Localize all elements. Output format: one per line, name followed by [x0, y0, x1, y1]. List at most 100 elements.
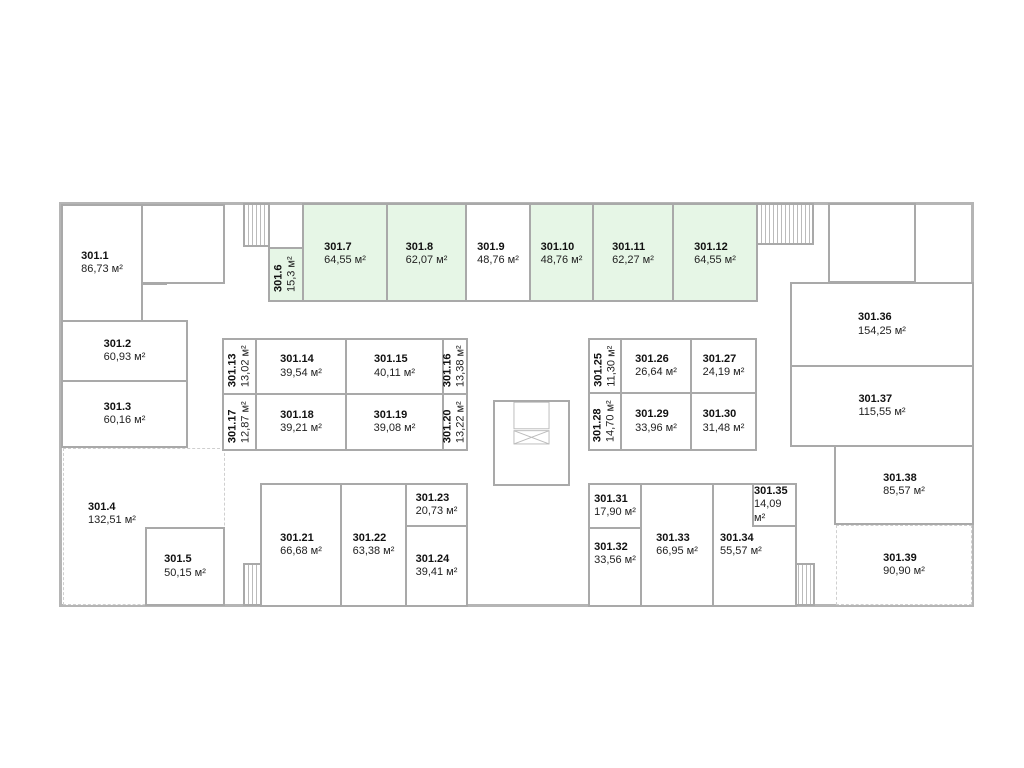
room-number: 301.22	[352, 531, 387, 544]
room-area: 15,3 м²	[286, 256, 299, 293]
room-number: 301.36	[858, 311, 892, 324]
room-area: 48,76 м²	[540, 254, 583, 267]
staircase-icon	[756, 203, 814, 245]
room-area: 14,09 м²	[754, 498, 782, 524]
room-area: 66,68 м²	[280, 545, 322, 557]
room-area: 40,11 м²	[374, 366, 415, 379]
room-area: 154,25 м²	[858, 324, 906, 337]
room-area: 90,90 м²	[883, 565, 925, 577]
room-area: 39,41 м²	[415, 566, 458, 578]
room-area: 33,56 м²	[594, 554, 636, 567]
room-area: 39,08 м²	[373, 422, 416, 434]
room-area: 62,07 м²	[405, 254, 448, 267]
room-number: 301.39	[883, 551, 917, 564]
room-number: 301.37	[858, 392, 893, 405]
room-number: 301.7	[324, 241, 352, 253]
room-301-1-annex	[141, 204, 225, 284]
room-area: 24,19 м²	[702, 366, 745, 378]
room-number: 301.3	[103, 400, 132, 413]
service-block	[828, 203, 916, 283]
room-number: 301.21	[280, 531, 314, 544]
room-area: 26,64 м²	[635, 366, 677, 378]
room-area: 12,87 м²	[239, 401, 252, 443]
room-area: 13,22 м²	[455, 401, 467, 443]
room-number: 301.27	[702, 352, 737, 365]
room-area: 20,73 м²	[415, 505, 458, 517]
room-area: 48,76 м²	[477, 254, 519, 267]
room-number: 301.35	[754, 485, 788, 498]
room-number: 301.38	[883, 471, 917, 484]
room-area: 62,27 м²	[612, 254, 654, 267]
room-number: 301.17	[226, 409, 239, 443]
room-number: 301.14	[280, 353, 314, 366]
room-number: 301.10	[540, 241, 575, 253]
room-number: 301.8	[405, 241, 434, 253]
room-area: 63,38 м²	[352, 545, 395, 557]
room-area: 115,55 м²	[858, 406, 906, 418]
room-area: 14,70 м²	[605, 400, 617, 443]
room-area: 39,21 м²	[280, 422, 322, 434]
elevator-core	[493, 400, 570, 486]
room-number: 301.29	[635, 408, 669, 421]
room-number: 301.6	[272, 264, 285, 293]
room-area: 13,38 м²	[455, 345, 467, 388]
room-number: 301.31	[594, 492, 628, 505]
room-number: 301.9	[477, 241, 505, 253]
room-number: 301.20	[441, 409, 454, 443]
room-area: 86,73 м²	[81, 263, 123, 275]
room-area: 55,57 м²	[720, 545, 762, 557]
room-number: 301.5	[164, 553, 192, 566]
room-area: 31,48 м²	[702, 421, 745, 434]
room-number: 301.18	[280, 408, 314, 421]
room-number: 301.30	[702, 408, 737, 421]
room-area: 50,15 м²	[164, 566, 206, 579]
room-area: 64,55 м²	[324, 254, 366, 267]
room-number: 301.4	[88, 501, 116, 513]
room-area: 64,55 м²	[694, 254, 736, 267]
room-number: 301.15	[374, 353, 408, 366]
room-number: 301.11	[612, 241, 646, 253]
room-number: 301.28	[591, 408, 604, 443]
room-area: 60,16 м²	[103, 414, 146, 426]
room-number: 301.1	[81, 249, 109, 262]
room-number: 301.32	[594, 541, 628, 553]
